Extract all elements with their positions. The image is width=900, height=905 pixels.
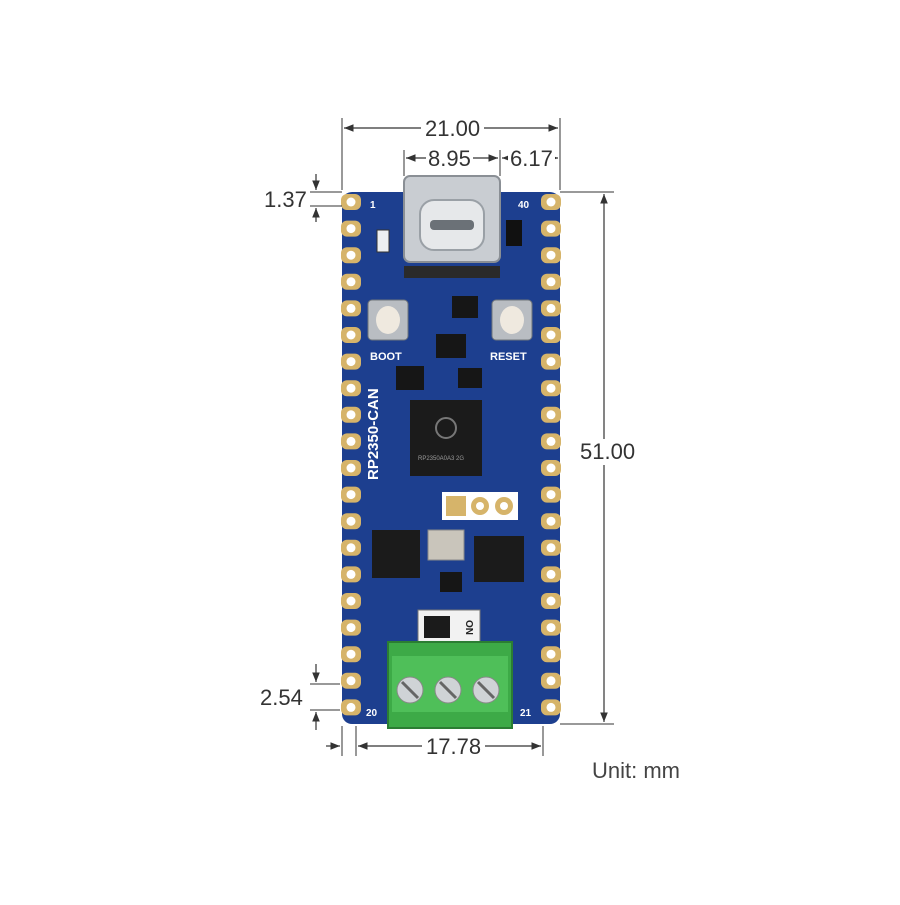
small-transistor <box>440 572 462 592</box>
diode-component <box>506 220 522 246</box>
usb-width-label: 8.95 <box>426 146 473 171</box>
usb-offset-label: 6.17 <box>508 146 555 171</box>
left-pad-hole <box>346 303 356 313</box>
right-pad-hole <box>546 250 556 260</box>
left-pad-hole <box>346 410 356 420</box>
terminal-span-label: 17.78 <box>422 736 486 758</box>
header-holes <box>442 492 518 520</box>
right-pad-hole <box>546 436 556 446</box>
usb-c-connector <box>403 175 501 263</box>
right-pad-hole <box>546 596 556 606</box>
right-pad-hole <box>546 623 556 633</box>
right-pad-hole <box>546 224 556 234</box>
top-offset-label: 1.37 <box>264 187 307 212</box>
screw-terminal <box>387 641 513 729</box>
pin-20-label: 20 <box>366 708 378 719</box>
pin-40-label: 40 <box>518 200 530 211</box>
switch-label: ON <box>463 620 474 635</box>
right-pad-hole <box>546 676 556 686</box>
right-pad-hole <box>546 277 556 287</box>
screw-1 <box>396 676 424 704</box>
right-pad-hole <box>546 303 556 313</box>
pin-1-label: 1 <box>370 200 376 211</box>
led-component <box>376 229 390 253</box>
right-pad-hole <box>546 463 556 473</box>
pin-pitch-label: 2.54 <box>260 685 303 710</box>
left-pad-hole <box>346 569 356 579</box>
right-pad-hole <box>546 702 556 712</box>
flash-chip <box>396 366 424 390</box>
can-transceiver-chip <box>474 536 524 582</box>
board-width-label: 21.00 <box>421 118 485 140</box>
left-pad-hole <box>346 436 356 446</box>
unit-label: Unit: mm <box>592 758 680 783</box>
right-pad-hole <box>546 569 556 579</box>
left-pad-hole <box>346 596 356 606</box>
termination-switch[interactable] <box>417 609 481 645</box>
can-controller-chip <box>372 530 420 578</box>
right-pad-hole <box>546 197 556 207</box>
board-name: RP2350-CAN <box>365 388 382 480</box>
right-pad-hole <box>546 357 556 367</box>
screw-3 <box>472 676 500 704</box>
board-length-label: 51.00 <box>578 439 638 465</box>
reset-label: RESET <box>490 351 527 363</box>
left-pad-hole <box>346 357 356 367</box>
screw-2 <box>434 676 462 704</box>
right-pad-hole <box>546 330 556 340</box>
left-pad-hole <box>346 330 356 340</box>
right-pad-hole <box>546 649 556 659</box>
left-pad-hole <box>346 463 356 473</box>
left-pin-pads <box>341 194 361 716</box>
pin-21-label: 21 <box>520 708 532 719</box>
rp2350-chip: RP2350A0A3 2G <box>410 400 482 476</box>
power-chip <box>436 334 466 358</box>
left-pad-hole <box>346 649 356 659</box>
right-pin-pads <box>541 194 561 716</box>
chip-marking: RP2350A0A3 2G <box>418 456 464 462</box>
right-pad-hole <box>546 516 556 526</box>
left-pad-hole <box>346 702 356 712</box>
left-pad-hole <box>346 543 356 553</box>
right-pad-hole <box>546 383 556 393</box>
reset-button[interactable] <box>491 299 533 341</box>
left-pad-hole <box>346 277 356 287</box>
usb-pin-row <box>404 266 500 278</box>
oscillator <box>427 529 465 561</box>
left-pad-hole <box>346 197 356 207</box>
left-pad-hole <box>346 224 356 234</box>
left-pad-hole <box>346 250 356 260</box>
left-pad-hole <box>346 623 356 633</box>
boot-label: BOOT <box>370 351 402 363</box>
right-pad-hole <box>546 490 556 500</box>
boot-button[interactable] <box>367 299 409 341</box>
left-pad-hole <box>346 383 356 393</box>
crystal-chip <box>458 368 482 388</box>
left-pad-hole <box>346 490 356 500</box>
right-pad-hole <box>546 543 556 553</box>
left-pad-hole <box>346 676 356 686</box>
regulator-chip <box>452 296 478 318</box>
left-pad-hole <box>346 516 356 526</box>
right-pad-hole <box>546 410 556 420</box>
